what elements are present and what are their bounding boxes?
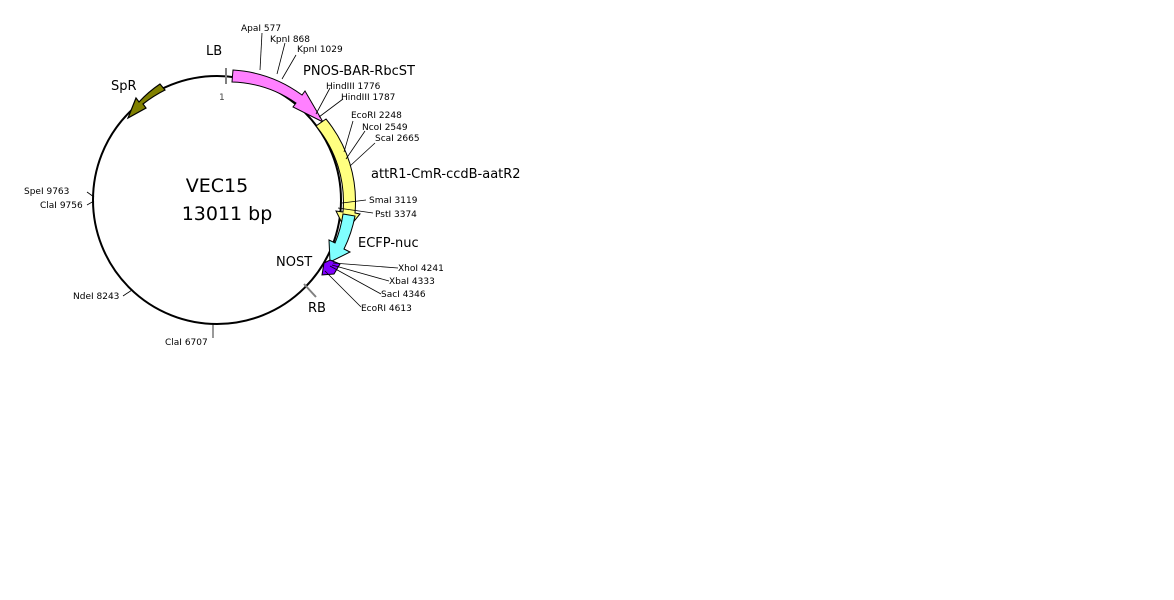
feature-arrow-ecfp-nuc[interactable] xyxy=(328,213,356,263)
site-label-psti-3374: PstI 3374 xyxy=(375,210,417,220)
site-label-kpni-1029: KpnI 1029 xyxy=(297,45,343,55)
site-leader-hindiii-1776 xyxy=(315,87,331,115)
site-leader-spei-9763 xyxy=(86,191,95,198)
site-label-ndei-8243: NdeI 8243 xyxy=(73,292,119,302)
site-leader-kpni-868 xyxy=(276,42,286,75)
site-leader-hindiii-1787 xyxy=(318,98,344,118)
feature-arrow-pnos-bar-rbcst[interactable] xyxy=(231,69,325,124)
site-label-hindiii-1787: HindIII 1787 xyxy=(341,93,395,103)
site-label-spei-9763: SpeI 9763 xyxy=(24,187,69,197)
site-label-xhoi-4241: XhoI 4241 xyxy=(398,264,444,274)
site-label-ncoi-2549: NcoI 2549 xyxy=(362,123,408,133)
site-label-scai-2665: ScaI 2665 xyxy=(375,134,420,144)
site-label-clai-6707: ClaI 6707 xyxy=(165,338,208,348)
feature-label-pnos-bar-rbcst: PNOS-BAR-RbcST xyxy=(303,64,415,79)
feature-label-nost: NOST xyxy=(276,255,312,270)
feature-arrow-nost[interactable] xyxy=(321,259,341,276)
feature-arrow-attr1-cmr-ccdb-aatr2[interactable] xyxy=(315,118,361,232)
site-label-clai-9756: ClaI 9756 xyxy=(40,201,83,211)
site-leader-ncoi-2549 xyxy=(345,130,366,160)
feature-label-ecfp-nuc: ECFP-nuc xyxy=(358,236,419,251)
site-leader-xhoi-4241 xyxy=(332,262,399,269)
plasmid-backbone xyxy=(92,75,342,325)
feature-label-attr1-cmr-ccdb-aatr2: attR1-CmR-ccdB-aatR2 xyxy=(371,167,521,182)
site-leader-smai-3119 xyxy=(341,199,367,204)
site-label-ecori-4613: EcoRI 4613 xyxy=(361,304,412,314)
site-label-apai-577: ApaI 577 xyxy=(241,24,281,34)
site-label-xbai-4333: XbaI 4333 xyxy=(389,277,435,287)
site-label-hindiii-1776: HindIII 1776 xyxy=(326,82,381,92)
site-leader-ndei-8243 xyxy=(122,289,133,297)
feature-arrow-spr[interactable] xyxy=(126,83,166,120)
plasmid-name: VEC15 xyxy=(186,175,248,197)
site-leader-kpni-1029 xyxy=(281,54,297,80)
site-label-ecori-2248: EcoRI 2248 xyxy=(351,111,402,121)
marker-tick-rb xyxy=(303,283,317,298)
site-leader-apai-577 xyxy=(259,32,263,71)
site-leader-clai-9756 xyxy=(86,200,95,206)
plasmid-size: 13011 bp xyxy=(182,203,273,225)
site-leader-ecori-4613 xyxy=(324,270,362,308)
site-leader-ecori-2248 xyxy=(343,120,354,153)
site-label-kpni-868: KpnI 868 xyxy=(270,35,310,45)
feature-label-spr: SpR xyxy=(111,79,137,94)
marker-label-lb: LB xyxy=(206,44,222,59)
site-leader-scai-2665 xyxy=(349,142,376,167)
site-leader-psti-3374 xyxy=(337,207,374,214)
site-label-smai-3119: SmaI 3119 xyxy=(369,196,418,206)
site-leader-xbai-4333 xyxy=(331,264,390,282)
site-label-saci-4346: SacI 4346 xyxy=(381,290,426,300)
site-leader-saci-4346 xyxy=(329,265,382,295)
start-position-label: 1 xyxy=(219,93,225,103)
marker-label-rb: RB xyxy=(308,301,326,316)
